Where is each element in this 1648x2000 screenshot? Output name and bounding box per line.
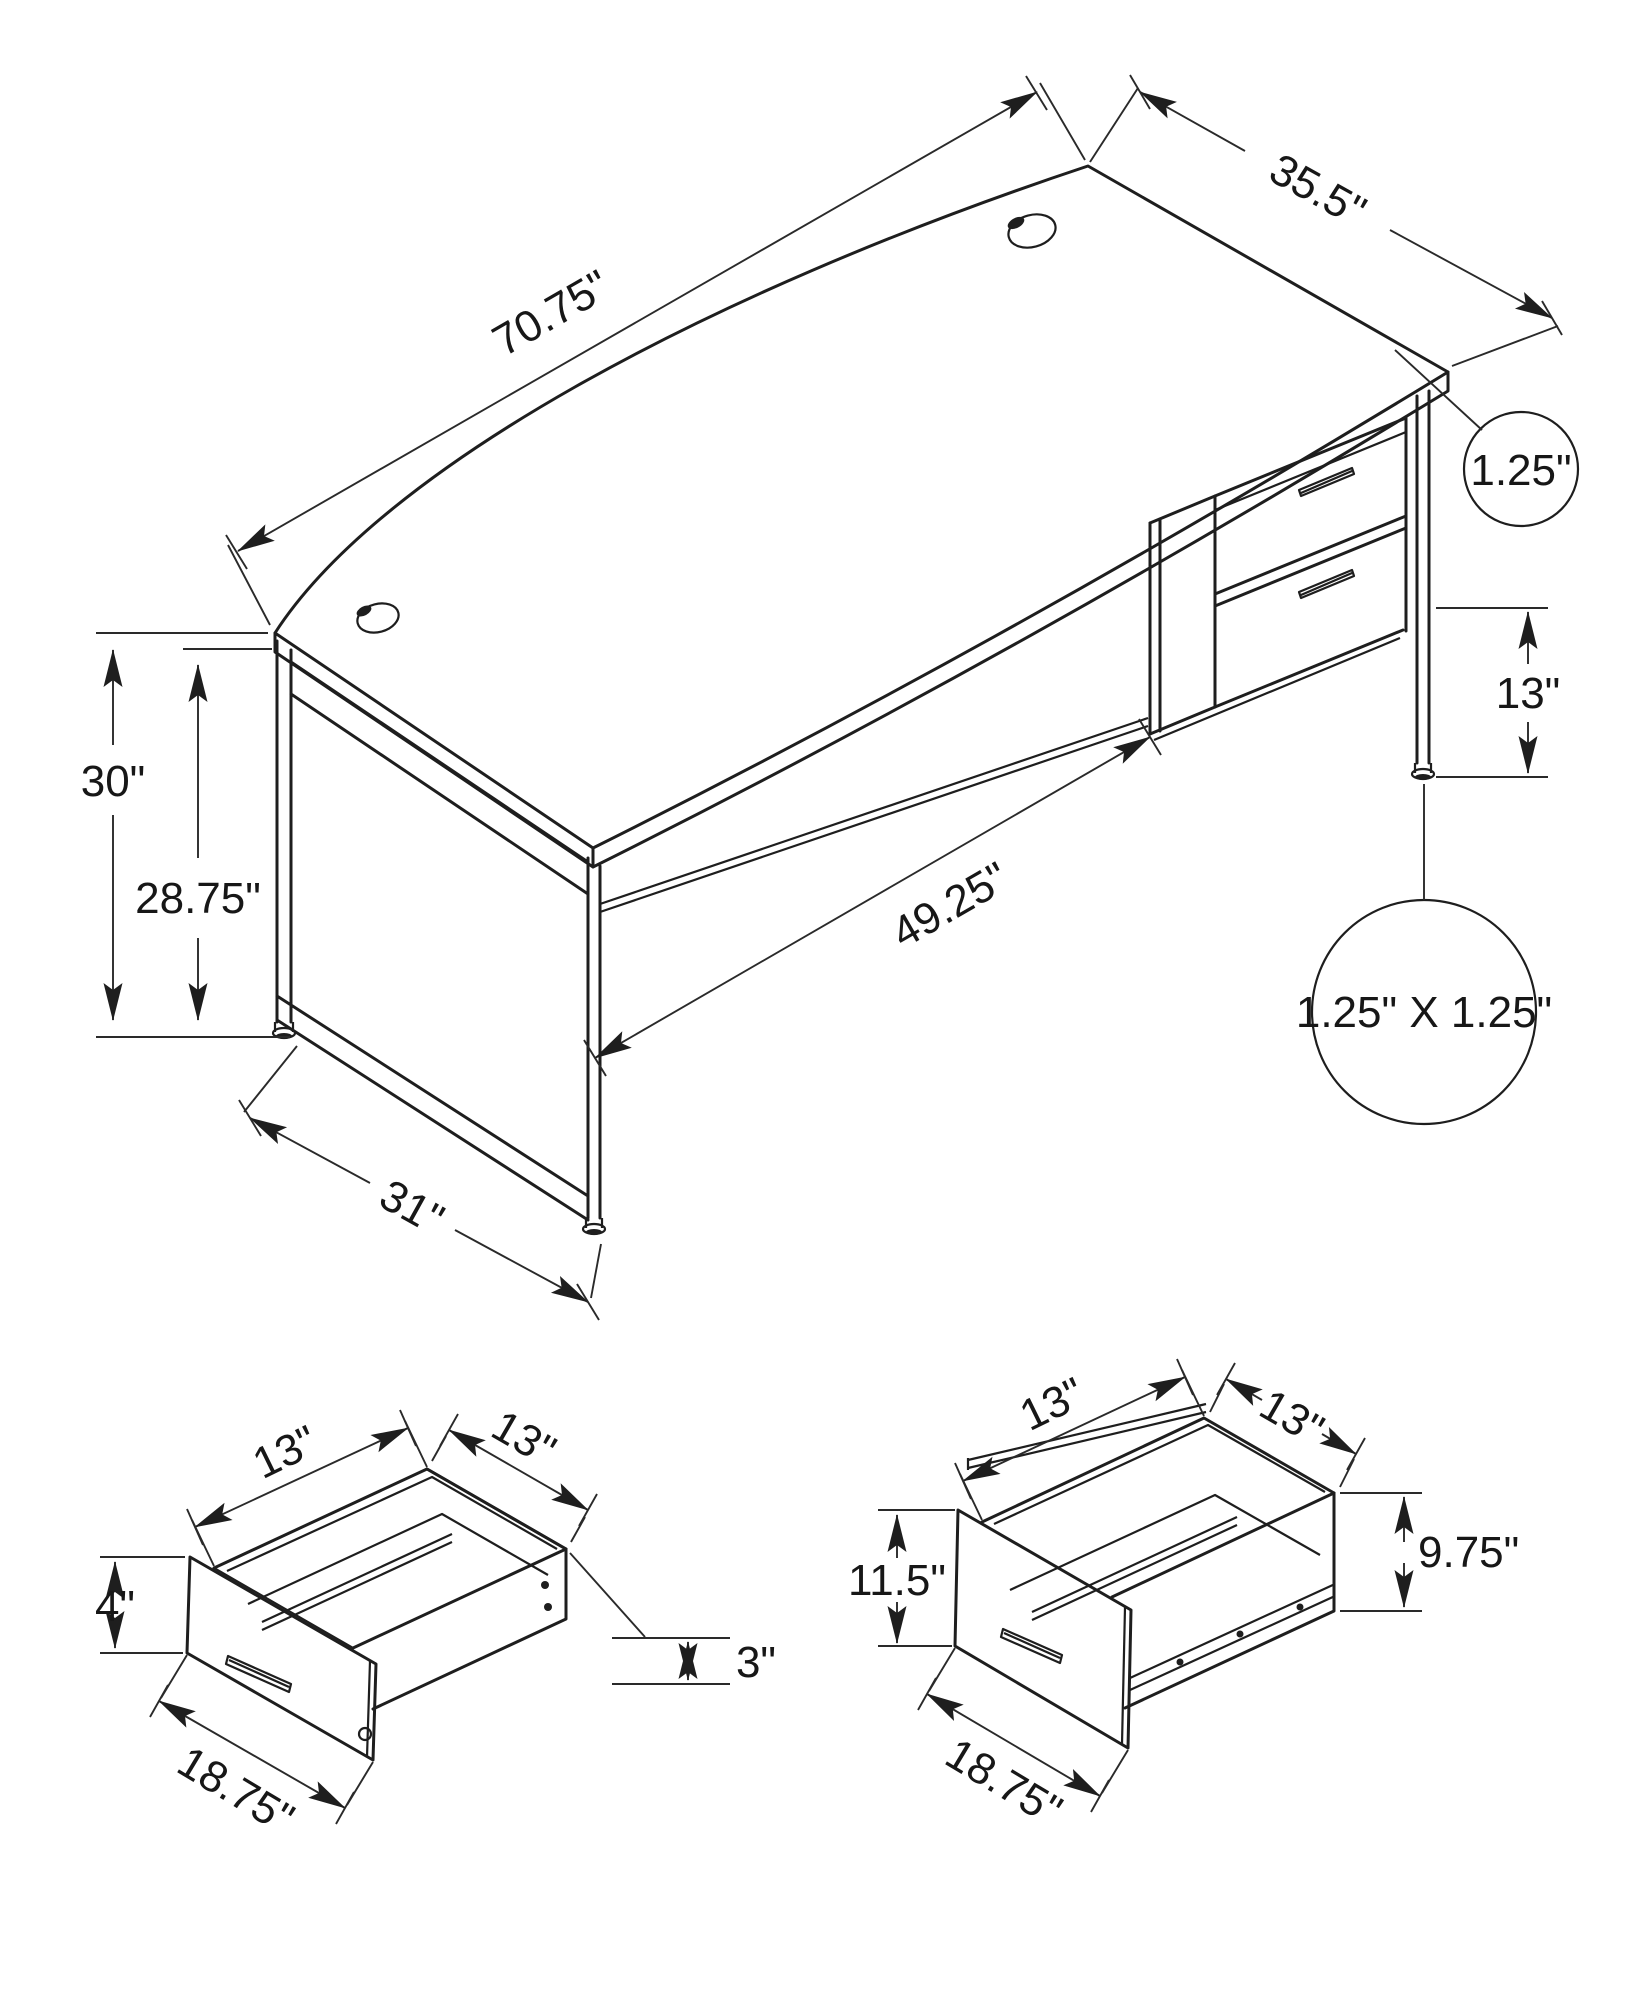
dim-small-front-height: 4" [95,1556,185,1654]
dim-large-front-width: 18.75" [917,1647,1129,1836]
callout-leg-profile: 1.25" X 1.25" [1296,784,1552,1126]
top-thickness-label: 1.25" [1470,446,1571,495]
small-drawer-figure: 13" 13" 4" 3" [95,1401,776,1844]
clearance-height-label: 28.75" [135,874,261,923]
small-depth-label: 13" [245,1416,325,1488]
grommet-hole-left [356,602,400,634]
back-left-foot [581,1218,607,1236]
small-box-height-label: 3" [736,1638,776,1687]
large-drawer-box [966,1402,1336,1710]
left-frame-panel [271,639,607,1236]
dim-small-box-height: 3" [569,1552,776,1687]
dim-large-depth: 13" [954,1358,1205,1521]
dim-small-depth: 13" [186,1409,428,1567]
dim-pedestal-height: 13" [1436,607,1561,778]
desk-depth-label: 35.5" [1262,144,1374,236]
pedestal-height-label: 13" [1496,669,1561,718]
overall-height-label: 30" [81,757,146,806]
dim-clearance-height: 28.75" [135,648,272,1021]
drawer-handle-bottom [1297,568,1356,600]
dim-large-box-height: 9.75" [1340,1492,1519,1612]
side-depth-label: 31" [372,1170,452,1244]
dim-overall-height: 30" [81,632,290,1038]
desk-top-edge-band [273,370,1450,869]
small-front-height-label: 4" [95,1582,135,1631]
modesty-panel [599,716,1149,914]
large-drawer-front [953,1508,1133,1750]
knee-space-label: 49.25" [884,853,1017,958]
dim-large-width: 13" [1209,1362,1366,1488]
small-front-width-label: 18.75" [169,1737,302,1844]
small-drawer-box [212,1467,568,1711]
grommet-hole-right [1007,213,1057,249]
dim-desk-depth: 35.5" [1089,74,1563,367]
desk-figure: 70.75" 35.5" 30" 28.75" [81,74,1580,1321]
large-width-label: 13" [1252,1380,1332,1455]
dim-large-front-height: 11.5" [848,1509,955,1647]
small-drawer-screw-hole [357,1726,373,1742]
small-drawer-handle [224,1654,293,1694]
large-depth-label: 13" [1012,1368,1092,1440]
right-leg [1410,389,1436,781]
small-drawer-front [185,1555,378,1762]
drawer-pedestal [1148,416,1408,742]
leg-profile-label: 1.25" X 1.25" [1296,988,1552,1037]
small-width-label: 13" [484,1401,564,1476]
large-box-height-label: 9.75" [1418,1528,1519,1577]
drawer-handle-top [1297,466,1356,498]
large-drawer-handle [999,1627,1064,1665]
dim-small-front-width: 18.75" [149,1654,374,1844]
callout-top-thickness: 1.25" [1394,349,1580,528]
large-front-width-label: 18.75" [937,1729,1070,1836]
large-drawer-figure: 13" 13" 11.5" 9.75" [848,1358,1519,1836]
large-front-height-label: 11.5" [848,1556,946,1605]
desk-width-label: 70.75" [485,261,618,366]
large-drawer-side-rail [1129,1583,1336,1691]
dim-knee-space: 49.25" [583,718,1162,1077]
desk-top-surface [273,164,1450,850]
